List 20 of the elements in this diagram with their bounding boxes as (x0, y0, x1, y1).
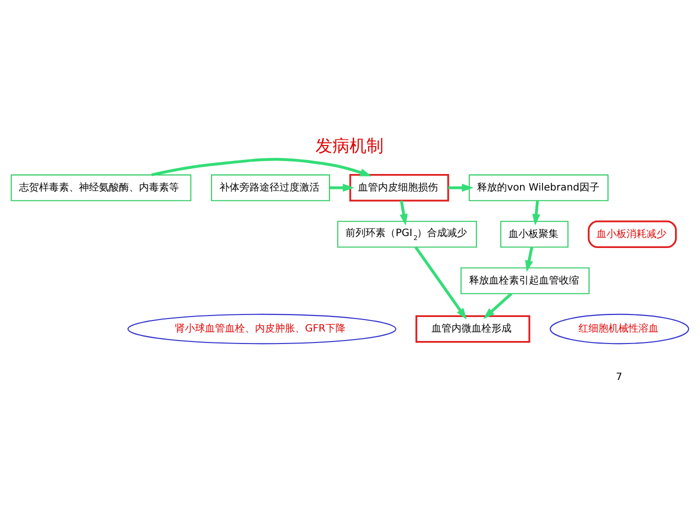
node-box: 补体旁路途径过度激活 (210, 174, 330, 202)
node-ellipse: 肾小球血管血栓、内皮肿胀、GFR下降 (127, 314, 396, 344)
node-box: 志贺样毒素、神经氨酸酶、内毒素等 (10, 174, 192, 202)
arrow (448, 184, 474, 192)
node-box: 血小板消耗减少 (588, 220, 677, 248)
arrow (400, 200, 408, 226)
node-box: 释放血栓素引起血管收缩 (460, 267, 590, 294)
node-box: 血管内皮细胞损伤 (349, 174, 450, 202)
arrow (151, 158, 372, 176)
arrow (532, 200, 540, 226)
label: 7 (616, 372, 622, 383)
node-box: 释放的von Wilebrand因子 (468, 174, 609, 202)
diagram-title: 发病机制 (315, 136, 384, 156)
node-box: 前列环素（PGI$_{2}$）合成减少 (337, 220, 477, 248)
arrow (330, 184, 354, 192)
arrow (414, 246, 467, 320)
node-ellipse: 红细胞机械性溶血 (550, 314, 690, 344)
node-box: 血小板聚集 (500, 220, 568, 248)
node-box: 血管内微血栓形成 (415, 315, 530, 343)
arrow (525, 246, 534, 272)
